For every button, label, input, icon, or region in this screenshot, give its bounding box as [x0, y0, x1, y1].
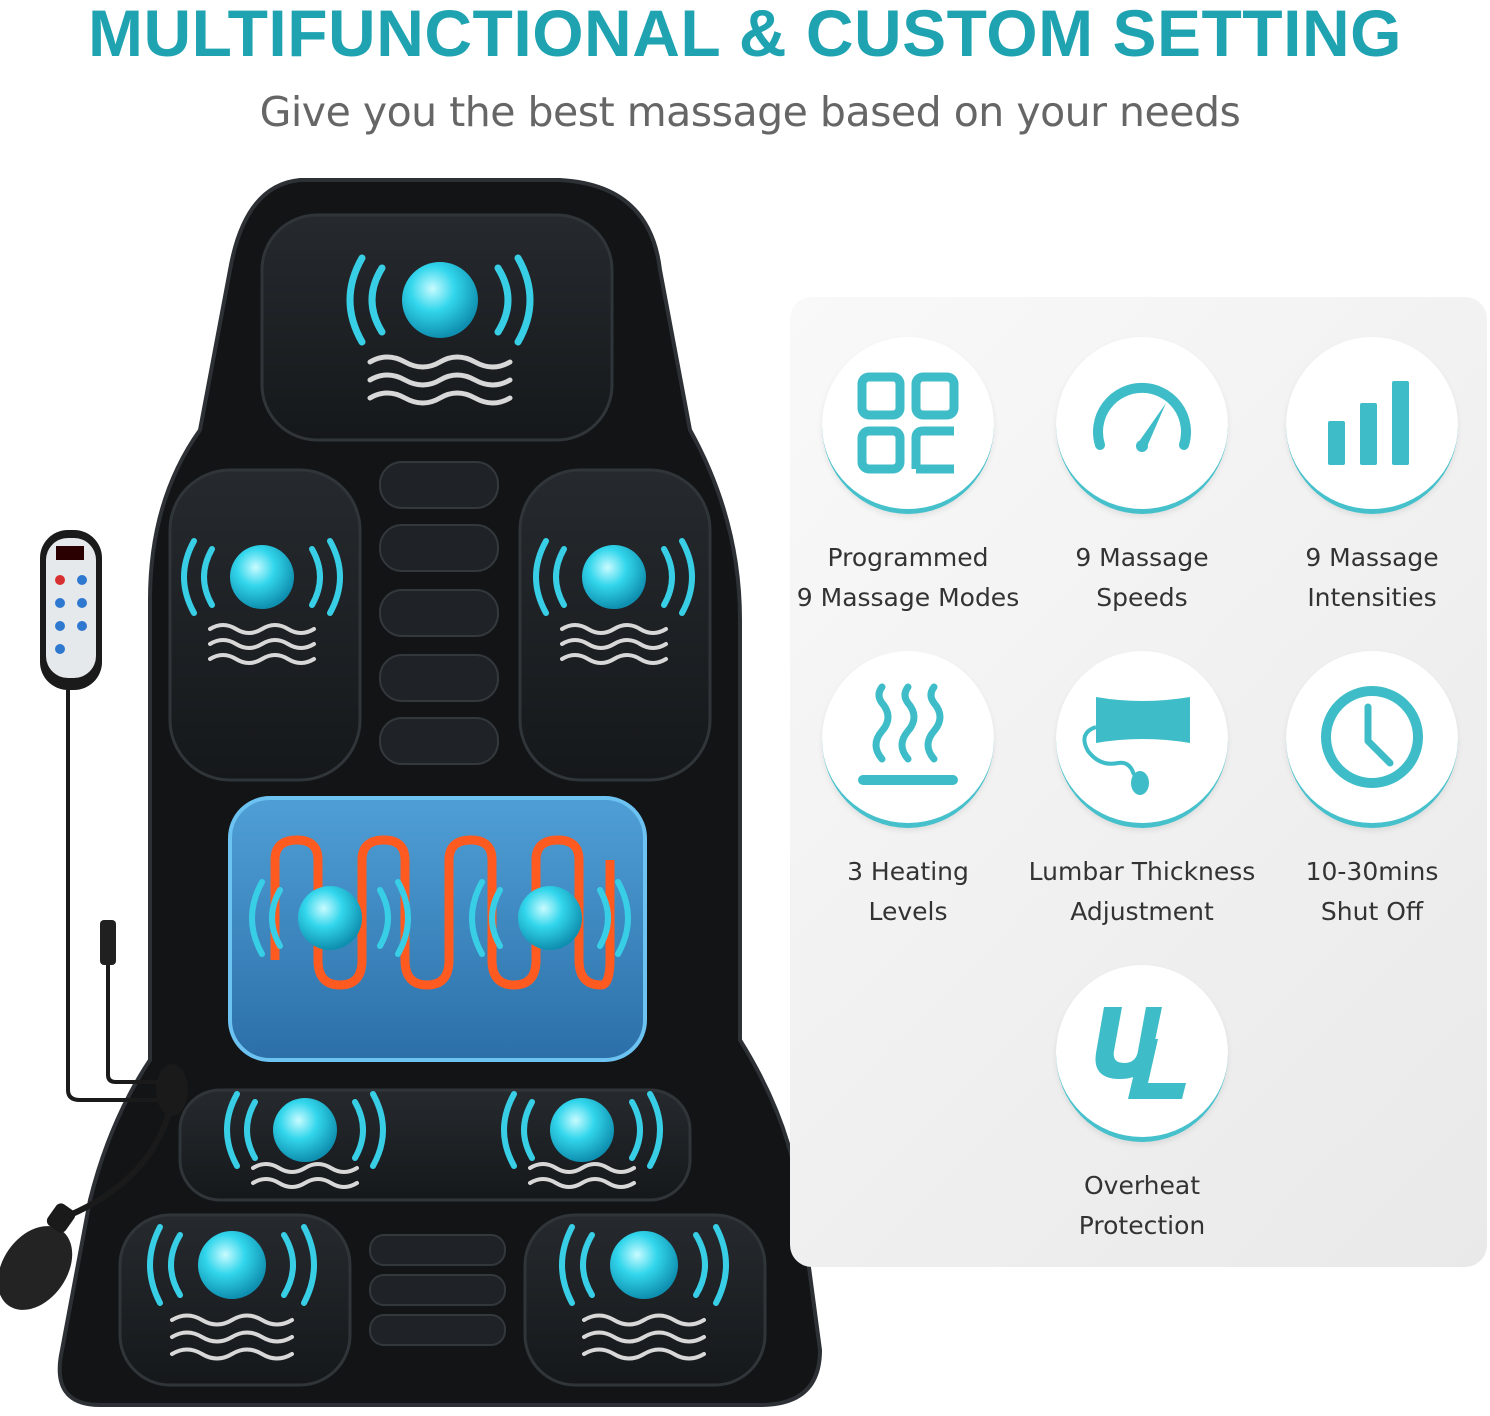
feature-label-line1: 3 Heating	[847, 857, 969, 886]
feature-label-line2: Protection	[1078, 1211, 1206, 1240]
page-title: MULTIFUNCTIONAL & CUSTOM SETTING	[88, 0, 1402, 70]
speedometer-icon	[1093, 382, 1191, 452]
feature-label-line1: Overheat	[1083, 1171, 1201, 1200]
lumbar-pillow-icon	[1082, 697, 1190, 795]
feature-icon-circle	[1056, 651, 1228, 828]
inflation-pump	[0, 1064, 188, 1310]
feature-label-line1: Programmed	[827, 543, 989, 572]
heat-waves-icon	[858, 683, 958, 785]
feature-label-line2: Speeds	[1096, 583, 1188, 612]
heating-coil	[270, 835, 615, 990]
remote-controller	[40, 530, 165, 1102]
left-shoulder-pad	[168, 468, 362, 782]
feature-icon-circle	[1286, 651, 1458, 828]
feature-label-line2: Shut Off	[1320, 897, 1424, 926]
feature-icon-circle	[1056, 337, 1228, 514]
bar-chart-icon	[1328, 381, 1409, 465]
feature-label-line1: 9 Massage	[1075, 543, 1209, 572]
massage-cushion-illustration	[0, 178, 823, 1407]
ul-mark-icon	[1095, 1007, 1186, 1099]
clock-icon	[1321, 686, 1423, 788]
seat-ribs	[369, 1234, 506, 1346]
feature-icon-circle	[1286, 337, 1458, 514]
massage-nodes	[147, 254, 729, 1361]
feature-label-line2: Intensities	[1307, 583, 1437, 612]
feature-label-line2: 9 Massage Modes	[796, 583, 1020, 612]
feature-label-line1: Lumbar Thickness	[1028, 857, 1256, 886]
right-shoulder-pad	[518, 468, 712, 782]
spine-ribs	[379, 461, 499, 765]
feature-icon-circle	[822, 337, 994, 514]
seat-upper-pad	[178, 1088, 692, 1202]
feature-label-line1: 9 Massage	[1305, 543, 1439, 572]
feature-icon-circle	[822, 651, 994, 828]
feature-massage-modes: Programmed 9 Massage Modes	[783, 337, 1033, 618]
lumbar-heat-zone	[228, 796, 647, 1062]
feature-label-line2: Adjustment	[1070, 897, 1214, 926]
page-subtitle: Give you the best massage based on your …	[259, 88, 1241, 136]
feature-label-line1: 10-30mins	[1305, 857, 1439, 886]
feature-label-line2: Levels	[868, 897, 948, 926]
feature-icon-circle	[1056, 965, 1228, 1142]
grid-icon	[857, 372, 959, 474]
